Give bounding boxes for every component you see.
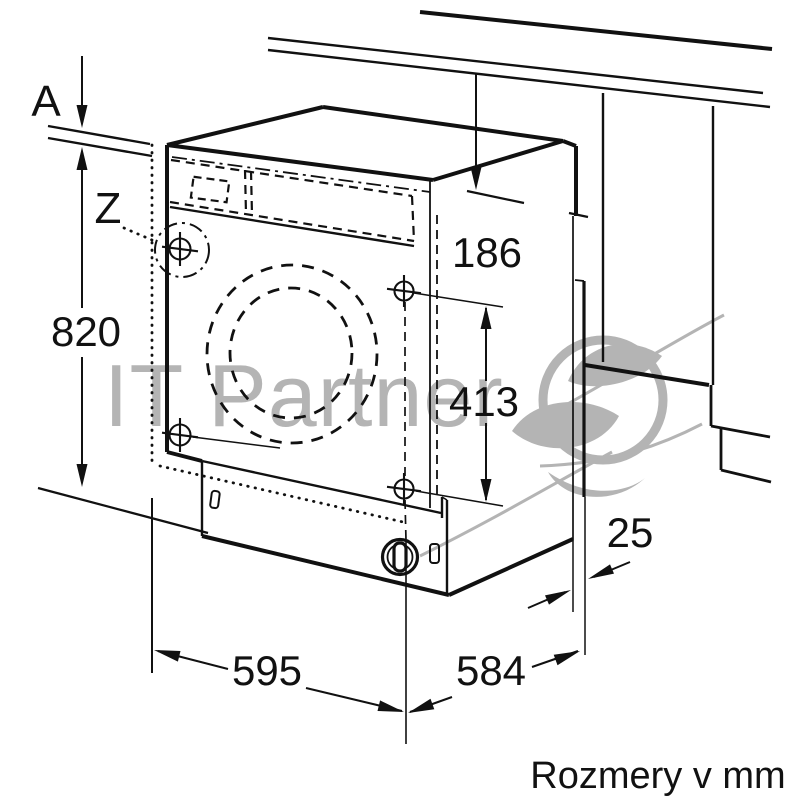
detail-circle-z <box>122 222 210 278</box>
dim-label-door-gap: 25 <box>606 509 654 556</box>
label-section-a: A <box>31 77 61 126</box>
dim-label-depth: 584 <box>455 647 527 694</box>
niche-dotted-outline <box>150 143 405 524</box>
countertop-lines <box>47 10 773 158</box>
control-panel <box>169 156 431 248</box>
adjacent-cabinet <box>584 93 772 484</box>
mounting-hole-bottom-left <box>161 418 199 452</box>
washer-body <box>165 105 578 597</box>
furniture-door-edge <box>568 211 589 655</box>
dim-label-width: 595 <box>231 647 303 694</box>
plinth-slot-right <box>429 543 440 564</box>
dim-label-top-offset: 186 <box>451 229 523 276</box>
dim-413 <box>413 292 504 507</box>
plinth <box>200 459 450 597</box>
plinth-slot-left <box>209 489 221 510</box>
service-knob <box>380 537 420 744</box>
floor-line <box>37 486 209 535</box>
label-detail-z: Z <box>94 184 122 233</box>
dim-584 <box>408 650 580 713</box>
door-porthole <box>205 263 379 445</box>
watermark-logo <box>419 313 725 558</box>
dim-label-hole-spacing: 413 <box>448 378 520 425</box>
mounting-hole-bottom-right <box>386 473 422 505</box>
dim-label-niche-height: 820 <box>50 308 122 355</box>
dim-595 <box>151 498 404 712</box>
mounting-hole-top-right <box>386 275 422 307</box>
dim-25 <box>527 561 631 609</box>
dim-a <box>76 56 88 170</box>
dim-820 <box>76 168 88 487</box>
display-window <box>189 175 231 204</box>
mounting-hole-top-left <box>161 232 199 266</box>
dim-186 <box>466 74 525 205</box>
mounting-holes <box>161 232 422 541</box>
units-caption: Rozmery v mm <box>530 755 786 797</box>
